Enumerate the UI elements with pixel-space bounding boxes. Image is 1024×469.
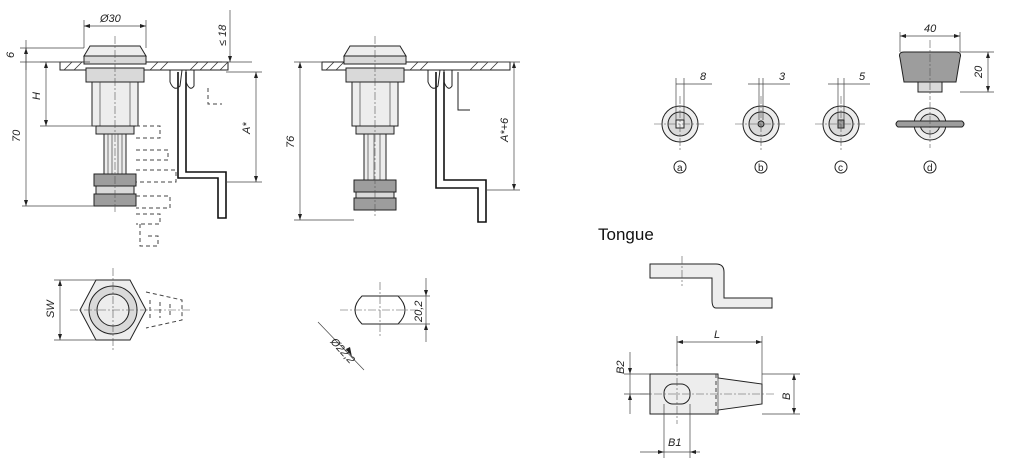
dim-total-70: 70 — [11, 129, 23, 142]
door-frame-profile-2 — [427, 69, 487, 223]
front-dimensions: Ø30 6 70 H ≤ 18 A* — [5, 10, 262, 207]
cam-swing-positions — [136, 125, 177, 247]
tongue-dim-b: B — [781, 393, 793, 400]
dim-a-star: A* — [241, 122, 253, 135]
mounting-panel-2 — [321, 61, 511, 71]
tongue-title: Tongue — [598, 225, 654, 244]
dim-thickness-top: 6 — [5, 51, 17, 58]
dim-dia-top: Ø30 — [99, 13, 122, 25]
tongue-top-view: L B B2 B1 — [615, 329, 800, 458]
dim-total-76: 76 — [285, 135, 297, 148]
tongue-dim-b1: B1 — [668, 437, 681, 449]
drive-a: 8 a — [654, 71, 712, 174]
tongue-side-view — [649, 256, 773, 309]
door-frame-profile — [169, 69, 227, 219]
drive-b-dim: 3 — [779, 71, 786, 83]
dim-max-panel: ≤ 18 — [217, 24, 229, 46]
cam-lock-body-2 — [343, 36, 407, 218]
front-view: Ø30 6 70 H ≤ 18 A* — [5, 10, 262, 247]
cam-lock-body — [83, 36, 147, 214]
drive-a-dim: 8 — [700, 71, 707, 83]
dim-height-h: H — [31, 92, 43, 100]
drive-d-label: d — [927, 163, 933, 174]
drive-b-label: b — [758, 163, 764, 174]
tongue-dim-length: L — [714, 329, 720, 341]
drive-b: 3 b — [735, 71, 790, 174]
tongue-dim-b2: B2 — [615, 361, 627, 374]
drive-d: 40 20 d — [895, 23, 994, 174]
handle-d-height: 20 — [973, 65, 985, 79]
dim-sw: SW — [45, 299, 57, 318]
drive-options: 8 a 3 b 5 c — [654, 23, 994, 174]
variant-dimensions: 76 A*+6 — [285, 61, 520, 221]
cutout-view: 20,2 Ø22,2 — [317, 278, 430, 371]
bottom-view: SW — [45, 268, 190, 352]
drive-c-label: c — [838, 163, 843, 174]
tongue-section: Tongue L B — [598, 225, 800, 458]
dim-a-plus-6: A*+6 — [499, 117, 511, 143]
drive-a-label: a — [677, 163, 683, 174]
variant-view: 76 A*+6 — [285, 36, 520, 223]
dim-width-20: 20,2 — [413, 301, 425, 323]
handle-d-width: 40 — [924, 23, 937, 35]
drive-c: 5 c — [815, 71, 870, 174]
drive-c-dim: 5 — [859, 71, 866, 83]
dim-dia-22: Ø22,2 — [327, 335, 357, 366]
